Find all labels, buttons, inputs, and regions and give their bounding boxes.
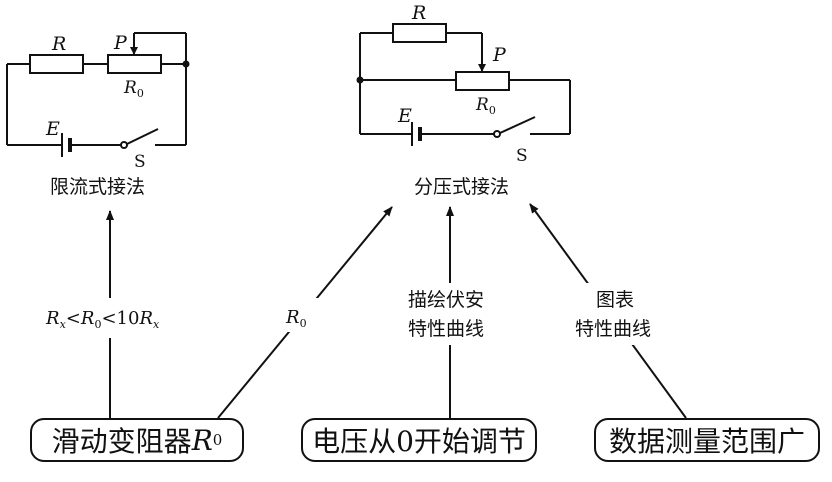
vi-curve-label-line1: 描绘伏安	[408, 289, 484, 311]
box-wide-range-text: 数据测量范围广	[608, 425, 805, 458]
resistor-R	[29, 54, 84, 74]
chart-label-line1: 图表	[596, 289, 634, 311]
resistor-R	[392, 23, 447, 43]
label-R: R	[411, 2, 426, 24]
junction-dot	[356, 76, 364, 84]
box-wide-range: 数据测量范围广	[594, 418, 820, 462]
chart-label-line2: 特性曲线	[575, 318, 651, 340]
label-E: E	[45, 118, 60, 140]
label-S: S	[134, 152, 146, 172]
box-voltage-from-zero: 电压从0开始调节	[301, 418, 537, 462]
label-bg	[568, 283, 666, 345]
label-R0: R0	[123, 78, 144, 100]
label-R: R	[51, 33, 66, 55]
box-rheostat-symbol: R	[191, 423, 213, 457]
label-P: P	[113, 32, 128, 54]
switch-blade	[499, 116, 536, 134]
junction-dot	[182, 60, 190, 68]
voltage-divider-circuit	[359, 23, 571, 146]
label-bg	[398, 283, 502, 345]
condition-range-label: Rx<R0<10Rx	[45, 308, 160, 331]
box-voltage-from-zero-text: 电压从0开始调节	[312, 425, 526, 458]
condition-r0-label: R0	[285, 307, 307, 330]
box-rheostat-subscript: 0	[212, 431, 223, 449]
label-bg	[40, 298, 182, 338]
label-P: P	[492, 44, 507, 66]
current-limiting-circuit	[6, 32, 187, 157]
caption-voltage-divider: 分压式接法	[414, 176, 509, 198]
switch-terminal	[120, 141, 128, 149]
switch-terminal	[493, 130, 501, 138]
vi-curve-label-line2: 特性曲线	[408, 318, 484, 340]
box-rheostat-text: 滑动变阻器	[51, 425, 192, 458]
label-R0: R0	[475, 95, 496, 117]
switch-blade	[126, 128, 159, 145]
caption-current-limiting: 限流式接法	[50, 176, 145, 198]
rheostat-R0	[107, 54, 162, 74]
rheostat-R0	[455, 71, 510, 91]
label-S: S	[516, 146, 528, 166]
label-bg	[280, 298, 320, 332]
label-E: E	[397, 105, 412, 127]
